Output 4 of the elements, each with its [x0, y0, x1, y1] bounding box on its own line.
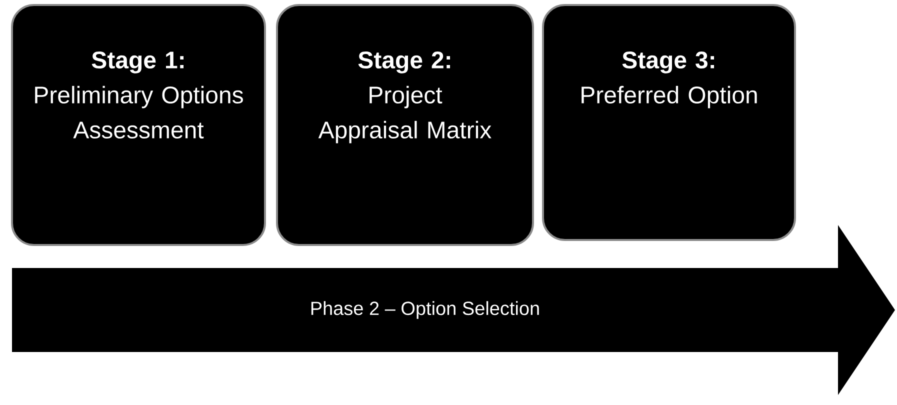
stage-box: Stage 3: Preferred Option — [542, 4, 796, 241]
stage-box: Stage 2: Project Appraisal Matrix — [276, 4, 534, 246]
node-label: Phase 2 – Option Selection — [311, 301, 539, 319]
stage-box: Stage 1: Preliminary Options Assessment — [11, 4, 266, 246]
